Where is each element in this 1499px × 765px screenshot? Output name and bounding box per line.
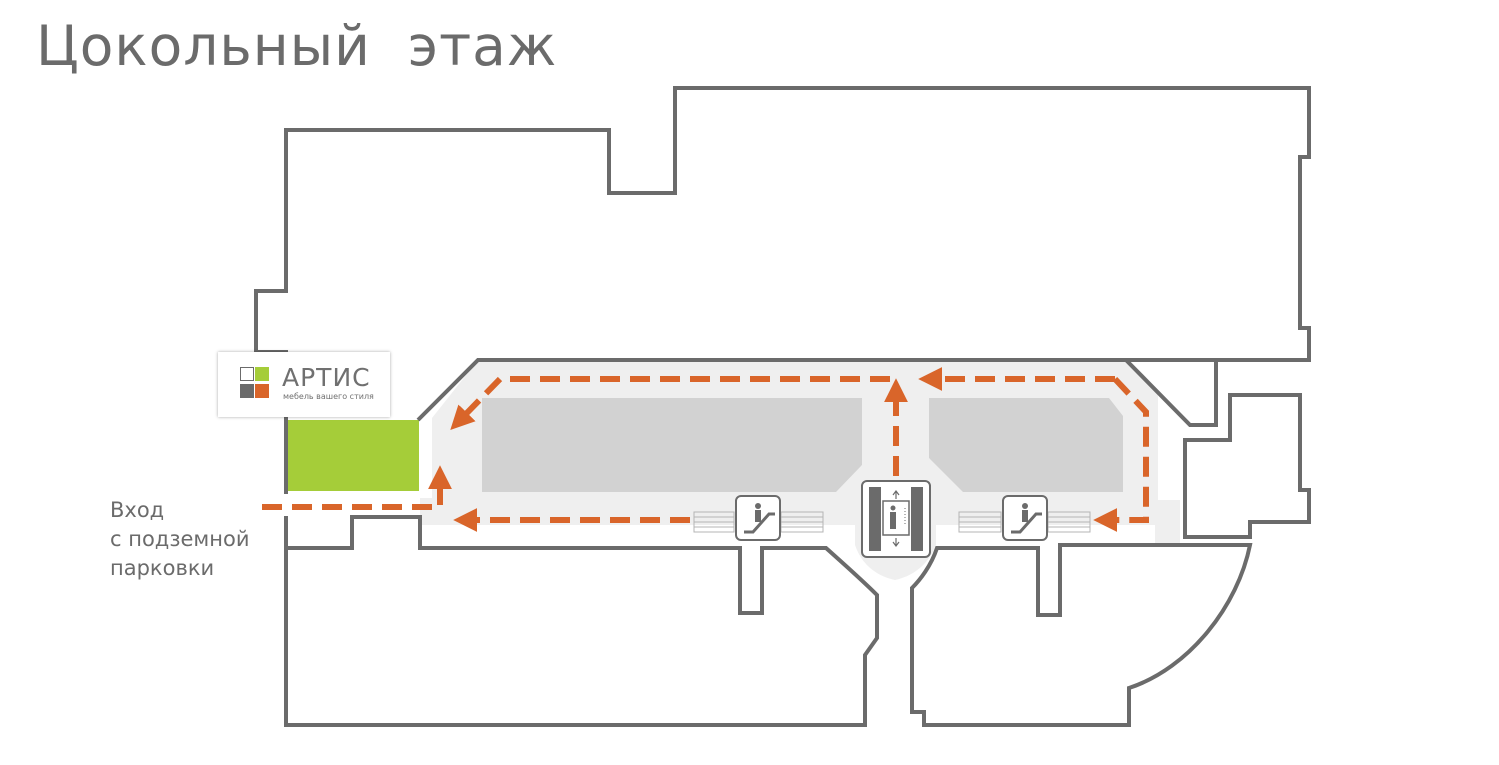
atrium-void-right	[929, 398, 1123, 492]
entrance-line-1: Вход	[110, 498, 165, 522]
artis-store-logo[interactable]: АРТИС мебель вашего стиля	[218, 352, 390, 417]
parking-entrance-label: Вход с подземной парковки	[110, 496, 249, 583]
store-name: АРТИС	[282, 363, 371, 392]
entrance-line-3: парковки	[110, 556, 215, 580]
logo-square-green	[255, 367, 269, 381]
escalator-icon[interactable]	[693, 495, 824, 541]
logo-square-orange	[255, 384, 269, 398]
logo-square-white	[240, 367, 254, 381]
atrium-void-left	[482, 398, 862, 492]
artis-shop-area[interactable]	[286, 420, 419, 491]
escalator-icon[interactable]	[958, 495, 1091, 541]
building-walls	[254, 86, 1311, 727]
logo-square-gray	[240, 384, 254, 398]
elevator-icon[interactable]	[861, 480, 931, 558]
route-path	[262, 367, 1149, 532]
page-title: Цокольный этаж	[36, 14, 558, 78]
store-tagline: мебель вашего стиля	[283, 392, 374, 401]
entrance-line-2: с подземной	[110, 527, 250, 551]
